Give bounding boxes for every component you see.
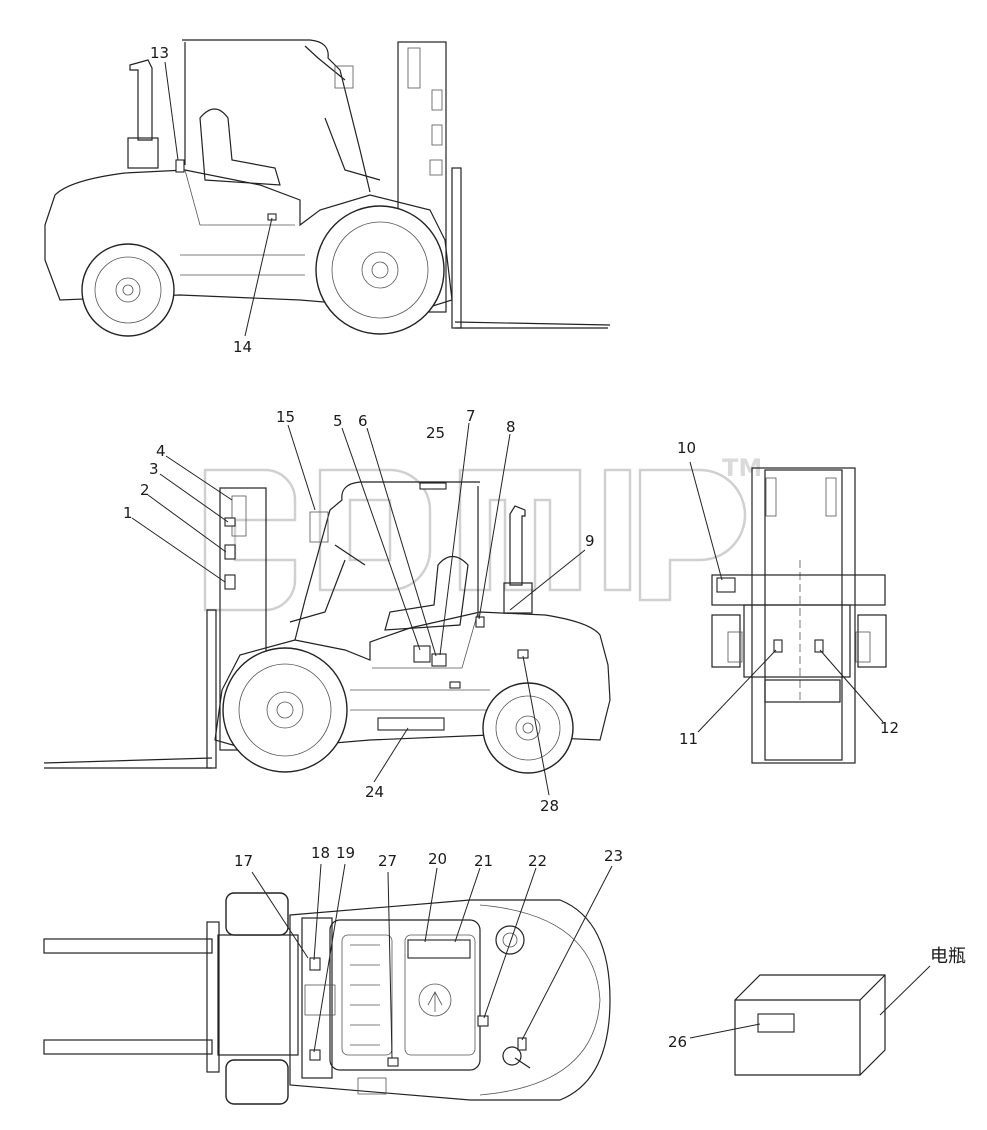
battery-box bbox=[734, 974, 886, 1076]
battery-label-plate bbox=[757, 1013, 795, 1033]
callout-24: 24 bbox=[365, 783, 384, 801]
front-wheel-side-mid bbox=[222, 647, 348, 773]
callout-8: 8 bbox=[506, 418, 516, 436]
callout-28: 28 bbox=[540, 797, 559, 815]
callout-4: 4 bbox=[156, 442, 166, 460]
callout-7: 7 bbox=[466, 407, 476, 425]
rear-wheel-side-mid bbox=[482, 682, 574, 774]
side-view-right bbox=[44, 39, 611, 337]
callout-1: 1 bbox=[123, 504, 133, 522]
callout-14: 14 bbox=[233, 338, 252, 356]
callout-6: 6 bbox=[358, 412, 368, 430]
callout-18: 18 bbox=[311, 844, 330, 862]
battery-label: 电瓶 bbox=[930, 946, 966, 967]
callout-3: 3 bbox=[149, 460, 159, 478]
callout-27: 27 bbox=[378, 852, 397, 870]
callout-2: 2 bbox=[140, 481, 150, 499]
callout-21: 21 bbox=[474, 852, 493, 870]
callout-17: 17 bbox=[234, 852, 253, 870]
callout-9: 9 bbox=[585, 532, 595, 550]
leader-lines bbox=[131, 61, 931, 1059]
callout-13: 13 bbox=[150, 44, 169, 62]
callout-19: 19 bbox=[336, 844, 355, 862]
watermark: TM bbox=[203, 454, 762, 612]
callout-15: 15 bbox=[276, 408, 295, 426]
front-right-tire-top bbox=[225, 1059, 289, 1105]
callout-25: 25 bbox=[426, 424, 445, 442]
front-left-tire-top bbox=[225, 892, 289, 936]
callout-26: 26 bbox=[668, 1033, 687, 1051]
callout-11: 11 bbox=[679, 730, 698, 748]
callout-22: 22 bbox=[528, 852, 547, 870]
top-view bbox=[43, 892, 611, 1105]
mast-front-view bbox=[711, 467, 887, 764]
callout-10: 10 bbox=[677, 439, 696, 457]
side-view-left bbox=[43, 481, 611, 774]
callout-5: 5 bbox=[333, 412, 343, 430]
front-wheel-side-top bbox=[315, 205, 445, 335]
rear-wheel-side-top bbox=[81, 243, 175, 337]
callout-labels: 13 14 1 2 3 4 15 5 6 7 8 25 9 10 11 12 2… bbox=[123, 44, 966, 1051]
callout-12: 12 bbox=[880, 719, 899, 737]
callout-23: 23 bbox=[604, 847, 623, 865]
callout-20: 20 bbox=[428, 850, 447, 868]
